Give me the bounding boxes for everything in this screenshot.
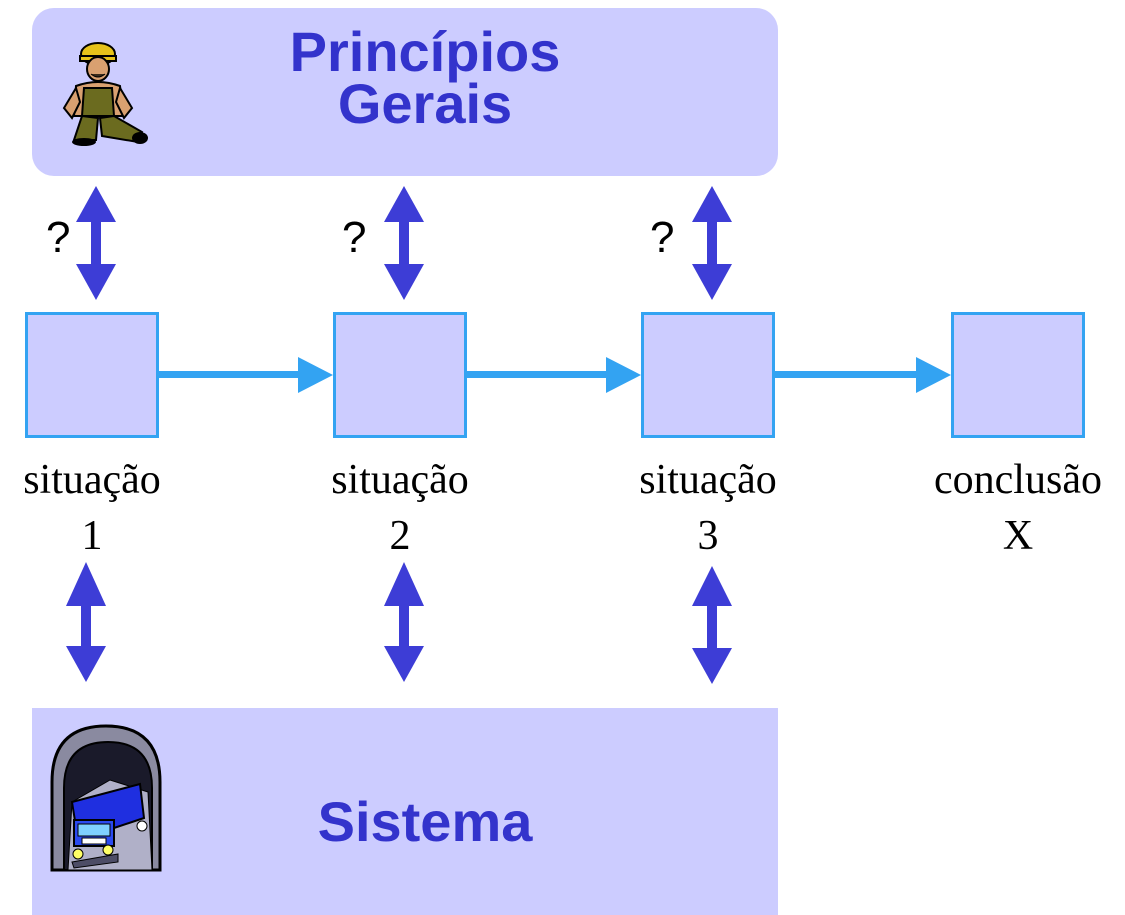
situation-box-1 [25, 312, 159, 438]
system-link-arrow-2 [384, 562, 424, 682]
flow-arrow-3-x [775, 357, 951, 393]
conclusion-label: conclusão X [934, 457, 1102, 559]
principles-link-arrow-1 [76, 186, 116, 300]
principles-panel [32, 8, 778, 176]
situation-label-1: situação 1 [23, 457, 161, 559]
question-mark-3: ? [650, 213, 675, 262]
situation-box-2 [333, 312, 467, 438]
principles-title-line1: Princípios [289, 20, 561, 83]
principles-title: Princípios Gerais [250, 20, 600, 135]
train-tunnel-icon [50, 724, 162, 872]
flow-arrow-1-2 [159, 357, 333, 393]
conclusion-box [951, 312, 1085, 438]
worker-icon [62, 42, 148, 146]
situation-label-2: situação 2 [331, 457, 469, 559]
situation-box-3 [641, 312, 775, 438]
system-title: Sistema [317, 790, 533, 853]
question-mark-2: ? [342, 213, 367, 262]
principles-title-line2: Gerais [337, 72, 513, 135]
situation-label-3: situação 3 [639, 457, 777, 559]
principles-link-arrow-2 [384, 186, 424, 300]
principles-link-arrow-3 [692, 186, 732, 300]
system-link-arrow-1 [66, 562, 106, 682]
system-link-arrow-3 [692, 566, 732, 684]
question-mark-1: ? [46, 213, 71, 262]
flow-arrow-2-3 [467, 357, 641, 393]
